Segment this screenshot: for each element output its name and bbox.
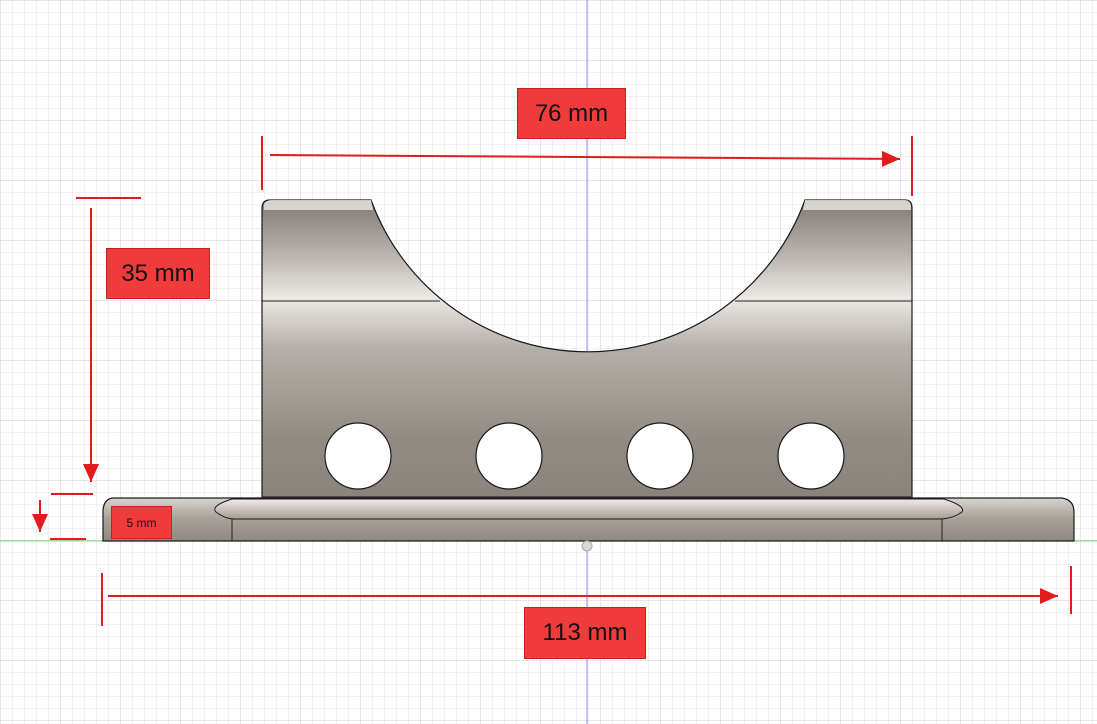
part-body[interactable] xyxy=(261,199,913,498)
dimension-label-overall-length: 113 mm xyxy=(524,607,646,659)
hole xyxy=(475,422,543,490)
hole xyxy=(324,422,392,490)
dimension-base-thickness xyxy=(32,500,86,540)
dimension-height xyxy=(51,197,141,495)
dimension-label-base-thickness: 5 mm xyxy=(111,506,172,539)
dimension-label-width-top: 76 mm xyxy=(517,88,626,139)
part-base[interactable] xyxy=(102,497,1075,552)
hole xyxy=(777,422,845,490)
mounting-holes xyxy=(324,422,845,490)
origin-icon[interactable] xyxy=(581,540,593,552)
dimension-overall-length xyxy=(101,566,1072,626)
dimension-label-height: 35 mm xyxy=(106,248,210,299)
hole xyxy=(626,422,694,490)
dimension-width-top xyxy=(261,136,913,196)
